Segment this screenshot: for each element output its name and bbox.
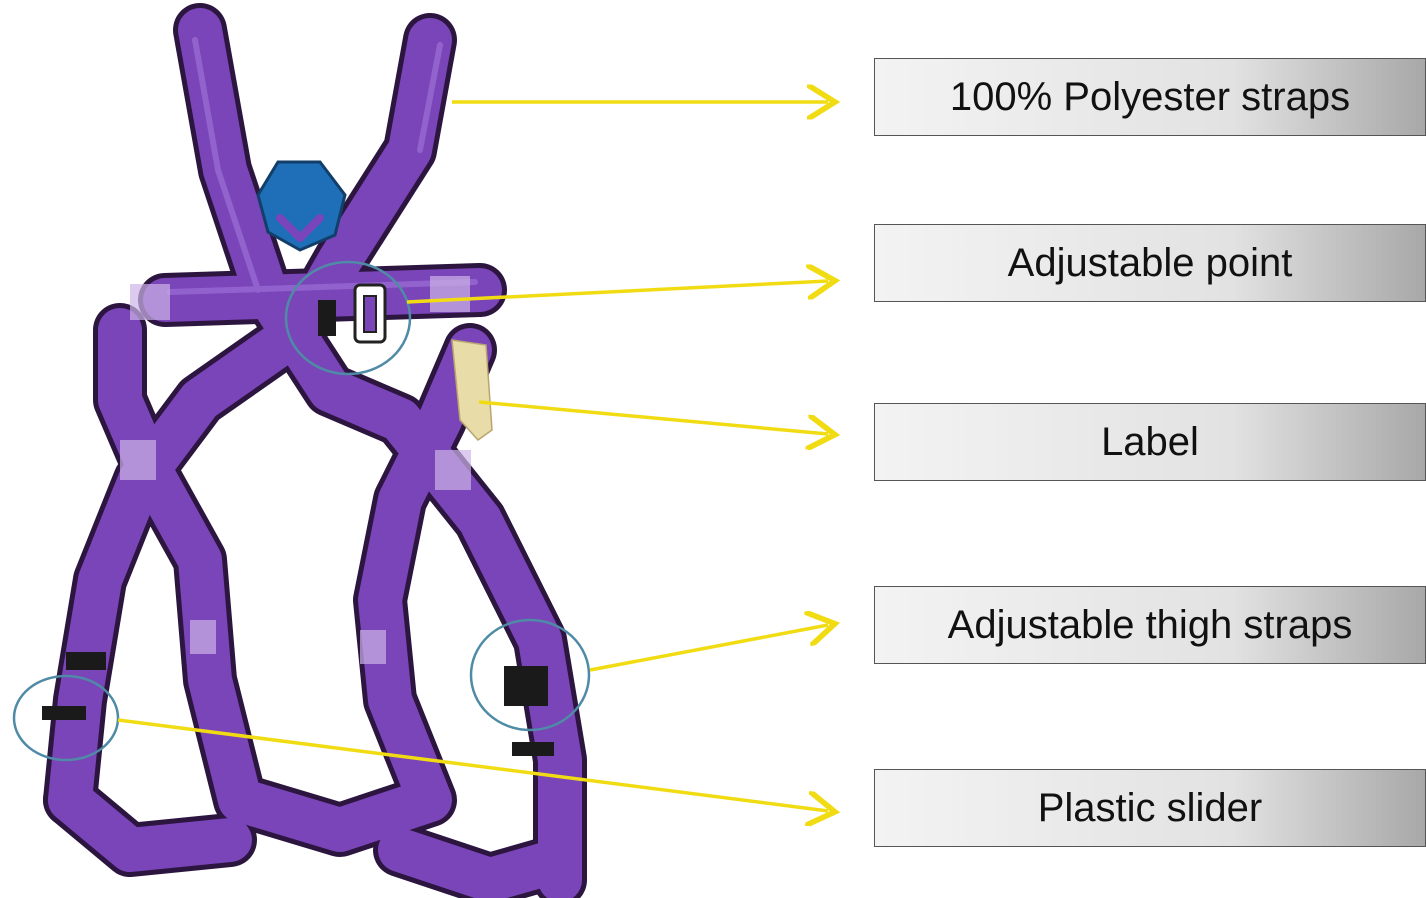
label-box-plastic-slider: Plastic slider bbox=[874, 769, 1426, 847]
harness-illustration bbox=[42, 30, 560, 880]
label-text-adjustable-point: Adjustable point bbox=[1008, 241, 1293, 286]
label-box-polyester-straps: 100% Polyester straps bbox=[874, 58, 1426, 136]
arrow-thigh-straps bbox=[590, 625, 828, 670]
strap-right-leg bbox=[400, 850, 560, 880]
label-text-label: Label bbox=[1101, 420, 1199, 465]
label-box-adjustable-point: Adjustable point bbox=[874, 224, 1426, 302]
label-text-plastic-slider: Plastic slider bbox=[1038, 786, 1263, 831]
label-text-thigh-straps: Adjustable thigh straps bbox=[948, 603, 1353, 648]
plastic-sliders bbox=[42, 652, 554, 756]
arrow-label bbox=[479, 402, 828, 434]
label-text-polyester-straps: 100% Polyester straps bbox=[950, 75, 1350, 120]
label-box-thigh-straps: Adjustable thigh straps bbox=[874, 586, 1426, 664]
label-box-label: Label bbox=[874, 403, 1426, 481]
